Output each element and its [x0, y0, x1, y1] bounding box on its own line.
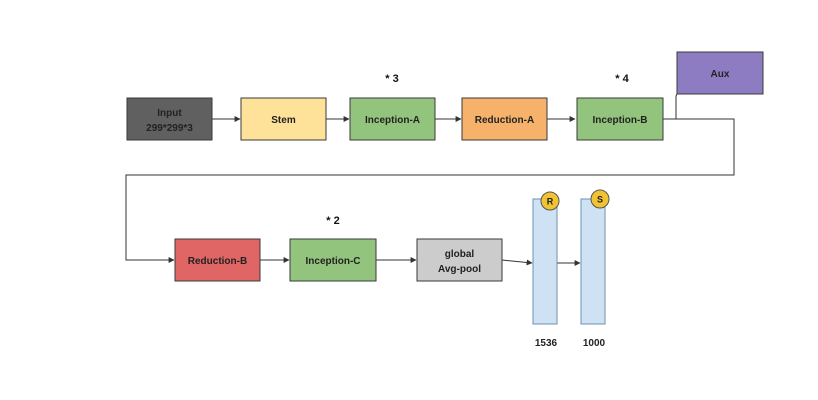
vector-fc-1000-dim-label: 1000 — [583, 338, 606, 349]
vector-fc-1000-badge — [590, 189, 610, 209]
vector-fc-1536-bar — [532, 198, 558, 325]
node-input-box — [126, 97, 213, 141]
connector-avgpool-fc-1536 — [501, 259, 533, 266]
node-stem: Stem — [240, 97, 327, 141]
repeat-inception-c: * 2 — [326, 215, 339, 227]
node-reduction-b-box — [174, 238, 261, 282]
repeat-inception-a: * 3 — [385, 73, 398, 85]
vector-fc-1536-dim-label: 1536 — [535, 338, 558, 349]
node-inception-c-box — [289, 238, 377, 282]
node-global-avg-pool: global Avg-pool — [416, 238, 503, 282]
vector-fc-1536-badge-label: R — [547, 197, 554, 207]
node-reduction-a-box — [461, 97, 548, 141]
vector-fc-1000-badge-label: S — [597, 195, 603, 205]
node-input: Input 299*299*3 — [126, 97, 213, 141]
node-inception-c: Inception-C — [289, 238, 377, 282]
node-global-avg-pool-box — [416, 238, 503, 282]
node-stem-label: Stem — [271, 115, 296, 126]
node-reduction-a-label: Reduction-A — [475, 115, 534, 126]
node-aux: Aux — [676, 51, 764, 95]
connectors — [125, 93, 735, 266]
vector-fc-1536: R 1536 — [532, 191, 560, 349]
node-inception-a: Inception-A — [349, 97, 436, 141]
node-inception-b-label: Inception-B — [593, 115, 648, 126]
node-reduction-b: Reduction-B — [174, 238, 261, 282]
node-aux-box — [676, 51, 764, 95]
vector-fc-1536-badge — [540, 191, 560, 211]
node-global-avg-pool-label-line1: global — [445, 249, 475, 260]
repeat-inception-b: * 4 — [615, 73, 629, 85]
node-stem-box — [240, 97, 327, 141]
vector-fc-1000-bar — [580, 198, 606, 325]
node-global-avg-pool-label-line2: Avg-pool — [438, 264, 481, 275]
vector-fc-1000: S 1000 — [580, 189, 610, 349]
connector-inception-b-aux — [663, 93, 678, 120]
node-reduction-b-label: Reduction-B — [188, 256, 247, 267]
node-reduction-a: Reduction-A — [461, 97, 548, 141]
node-inception-b: Inception-B — [576, 97, 664, 141]
node-inception-c-label: Inception-C — [306, 256, 361, 267]
node-aux-label: Aux — [711, 69, 730, 80]
node-inception-a-label: Inception-A — [365, 115, 420, 126]
node-input-label-line2: 299*299*3 — [146, 123, 193, 134]
node-input-label-line1: Input — [157, 108, 182, 119]
node-inception-a-box — [349, 97, 436, 141]
connector-wrap-to-reduction-b — [125, 118, 735, 263]
node-inception-b-box — [576, 97, 664, 141]
